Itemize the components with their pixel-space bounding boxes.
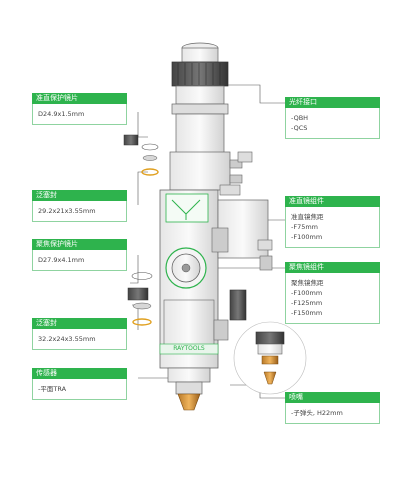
upper-body (169, 113, 253, 196)
callout-body: D24.9x1.5mm (32, 104, 127, 125)
callout-seal-upper: 泛塞封 29.2x21x3.55mm (32, 190, 127, 222)
callout-line: -平面TRA (38, 385, 67, 393)
callout-title: 准直保护镜片 (32, 93, 127, 104)
callout-title: 光纤接口 (285, 97, 380, 108)
callout-line: -QBH (291, 114, 309, 122)
callout-seal-lower: 泛塞封 32.2x24x3.55mm (32, 318, 127, 350)
callout-body: 32.2x24x3.55mm (32, 329, 127, 350)
callout-body: D27.9x4.1mm (32, 250, 127, 271)
brand-label: RAYTOOLS (173, 345, 205, 352)
callout-title: 聚焦保护镜片 (32, 239, 127, 250)
callout-line: 32.2x24x3.55mm (38, 335, 96, 343)
fiber-connector (171, 42, 229, 115)
focus-window-parts (127, 272, 153, 326)
callout-title: 泛塞封 (32, 318, 127, 329)
upper-window-parts (123, 134, 159, 176)
callout-title: 泛塞封 (32, 190, 127, 201)
callout-title: 聚焦镜组件 (285, 262, 380, 273)
callout-body: -子弹头, H22mm (285, 403, 380, 424)
callout-line: -F100mm (291, 289, 323, 297)
callout-focus-group: 聚焦镜组件 聚焦镜焦距 -F100mm -F125mm -F150mm (285, 262, 380, 324)
callout-line: D24.9x1.5mm (38, 110, 85, 118)
callout-line: -F100mm (291, 233, 323, 241)
callout-title: 传感器 (32, 368, 127, 379)
callout-line: -F125mm (291, 299, 323, 307)
callout-fiber-interface: 光纤接口 -QBH -QCS (285, 97, 380, 139)
callout-body: -QBH -QCS (285, 108, 380, 139)
main-body (159, 189, 273, 369)
callout-body: 29.2x21x3.55mm (32, 201, 127, 222)
sensor-nozzle (167, 367, 211, 411)
callout-line: -F150mm (291, 309, 323, 317)
callout-nozzle: 喷嘴 -子弹头, H22mm (285, 392, 380, 424)
callout-line: 聚焦镜焦距 (291, 279, 324, 287)
nozzle-detail (233, 321, 307, 395)
callout-collimator-group: 准直镜组件 准直镜焦距 -F75mm -F100mm (285, 196, 380, 248)
callout-body: -平面TRA (32, 379, 127, 400)
callout-collimator-window: 准直保护镜片 D24.9x1.5mm (32, 93, 127, 125)
callout-title: 喷嘴 (285, 392, 380, 403)
callout-line: -QCS (291, 124, 308, 132)
callout-focus-window: 聚焦保护镜片 D27.9x4.1mm (32, 239, 127, 271)
callout-line: -F75mm (291, 223, 319, 231)
callout-line: 29.2x21x3.55mm (38, 207, 96, 215)
callout-title: 准直镜组件 (285, 196, 380, 207)
callout-line: -子弹头, H22mm (291, 409, 343, 417)
callout-sensor: 传感器 -平面TRA (32, 368, 127, 400)
callout-line: D27.9x4.1mm (38, 256, 85, 264)
callout-body: 聚焦镜焦距 -F100mm -F125mm -F150mm (285, 273, 380, 324)
callout-line: 准直镜焦距 (291, 213, 324, 221)
callout-body: 准直镜焦距 -F75mm -F100mm (285, 207, 380, 248)
